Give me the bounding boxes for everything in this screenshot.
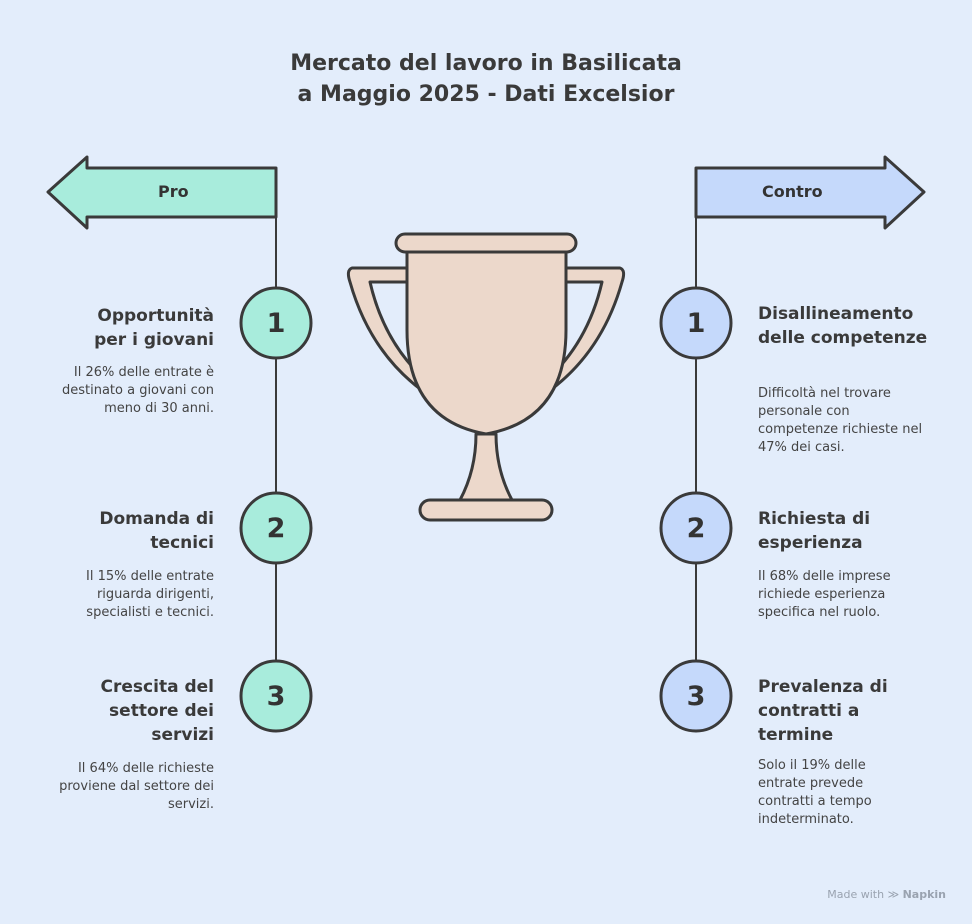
title-line-2: a Maggio 2025 - Dati Excelsior [297, 82, 675, 107]
page-title: Mercato del lavoro in Basilicata a Maggi… [0, 48, 972, 110]
made-with-credit[interactable]: Made with ≫ Napkin [827, 888, 946, 901]
pro-number-3: 3 [266, 680, 286, 712]
pro-item-2-title: Domanda di tecnici [99, 509, 214, 553]
pro-circles [239, 286, 313, 733]
contro-item-2-title: Richiesta di esperienza [758, 509, 871, 553]
pro-arrow-icon [46, 155, 278, 230]
pro-item-2-desc: Il 15% delle entrate riguarda dirigenti,… [86, 569, 214, 620]
pro-item-3-title: Crescita del settore dei servizi [100, 677, 214, 745]
contro-item-2-desc: Il 68% delle imprese richiede esperienza… [758, 569, 891, 620]
title-line-1: Mercato del lavoro in Basilicata [290, 51, 682, 76]
pro-number-2: 2 [266, 512, 286, 544]
contro-label: Contro [762, 182, 823, 201]
contro-number-3: 3 [686, 680, 706, 712]
contro-circle-3 [659, 659, 733, 733]
napkin-logo-icon: ≫ [887, 888, 900, 901]
contro-circle-2 [659, 491, 733, 565]
pro-label: Pro [158, 182, 189, 201]
contro-number-2: 2 [686, 512, 706, 544]
contro-circle-1 [659, 286, 733, 360]
contro-number-1: 1 [686, 307, 706, 339]
contro-item-3-desc: Solo il 19% delle entrate prevede contra… [758, 758, 872, 827]
pro-circle-1 [239, 286, 313, 360]
pro-item-1-desc: Il 26% delle entrate è destinato a giova… [61, 365, 214, 416]
contro-item-3-title: Prevalenza di contratti a termine [758, 677, 888, 745]
pro-item-3-desc: Il 64% delle richieste proviene dal sett… [59, 761, 214, 812]
pro-item-1-title: Opportunità per i giovani [94, 306, 214, 350]
pro-number-1: 1 [266, 307, 286, 339]
contro-item-1-desc: Difficoltà nel trovare personale con com… [758, 386, 923, 455]
contro-item-1-title: Disallineamento delle competenze [758, 304, 928, 348]
contro-arrow-icon [694, 155, 926, 230]
credit-prefix: Made with [827, 888, 885, 901]
pro-circle-3 [239, 659, 313, 733]
contro-circles [659, 286, 733, 733]
pro-circle-2 [239, 491, 313, 565]
trophy-icon [346, 232, 626, 522]
credit-brand: Napkin [902, 888, 946, 901]
